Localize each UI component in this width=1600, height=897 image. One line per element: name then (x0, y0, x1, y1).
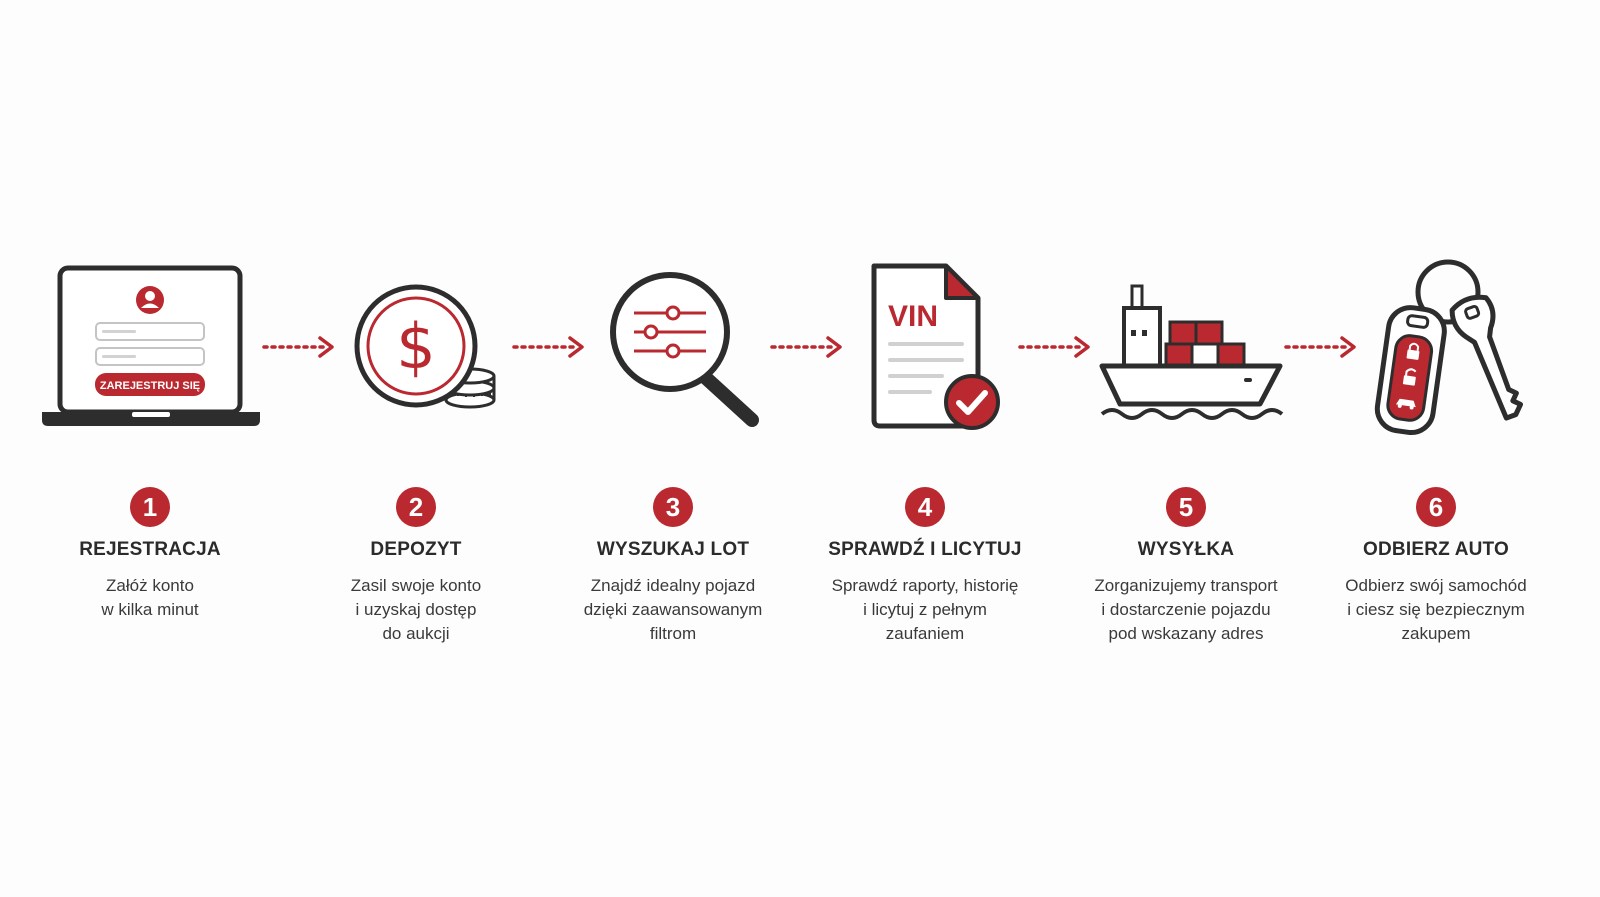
arrow-icon (770, 336, 842, 358)
register-button-label: ZAREJESTRUJ SIĘ (100, 380, 200, 392)
vin-label: VIN (888, 300, 938, 333)
step-description: Załóż konto w kilka minut (101, 576, 199, 619)
coin-dollar-icon: $ (354, 284, 496, 409)
svg-text:$: $ (396, 310, 435, 383)
step-6: 6 ODBIERZ AUTO Odbierz swój samochód i c… (1321, 487, 1551, 646)
step-description: Zorganizujemy transport i dostarczenie p… (1094, 576, 1278, 643)
step-title: REJESTRACJA (79, 539, 221, 560)
laptop-icon: ZAREJESTRUJ SIĘ (42, 265, 260, 426)
magnifier-filter-icon (610, 272, 759, 427)
arrow-icon (512, 336, 584, 358)
arrow-icon (262, 336, 334, 358)
step-description: Odbierz swój samochód i ciesz się bezpie… (1345, 576, 1527, 643)
step-number-badge: 6 (1416, 487, 1456, 527)
step-title: ODBIERZ AUTO (1363, 539, 1509, 560)
cargo-ship-icon (1099, 284, 1284, 420)
vin-document-icon: VIN (871, 263, 1000, 430)
step-description: Znajdź idealny pojazd dzięki zaawansowan… (583, 576, 763, 643)
step-description: Zasil swoje konto i uzyskaj dostęp do au… (350, 576, 482, 643)
step-title: SPRAWDŹ I LICYTUJ (828, 539, 1022, 560)
car-keys-icon (1374, 259, 1524, 436)
step-title: WYSZUKAJ LOT (596, 539, 750, 560)
step-1: 1 REJESTRACJA Załóż konto w kilka minut (35, 487, 265, 622)
step-title: DEPOZYT (370, 539, 462, 560)
step-number-badge: 1 (130, 487, 170, 527)
arrow-icon (1018, 336, 1090, 358)
step-title: WYSYŁKA (1137, 539, 1235, 560)
step-number-badge: 4 (905, 487, 945, 527)
arrow-icon (1284, 336, 1356, 358)
step-4: 4 SPRAWDŹ I LICYTUJ Sprawdź raporty, his… (810, 487, 1040, 646)
step-number-badge: 3 (653, 487, 693, 527)
step-5: 5 WYSYŁKA Zorganizujemy transport i dost… (1071, 487, 1301, 646)
step-number-badge: 2 (396, 487, 436, 527)
step-number-badge: 5 (1166, 487, 1206, 527)
step-2: 2 DEPOZYT Zasil swoje konto i uzyskaj do… (301, 487, 531, 646)
step-description: Sprawdź raporty, historię i licytuj z pe… (831, 576, 1019, 643)
step-3: 3 WYSZUKAJ LOT Znajdź idealny pojazd dzi… (558, 487, 788, 646)
